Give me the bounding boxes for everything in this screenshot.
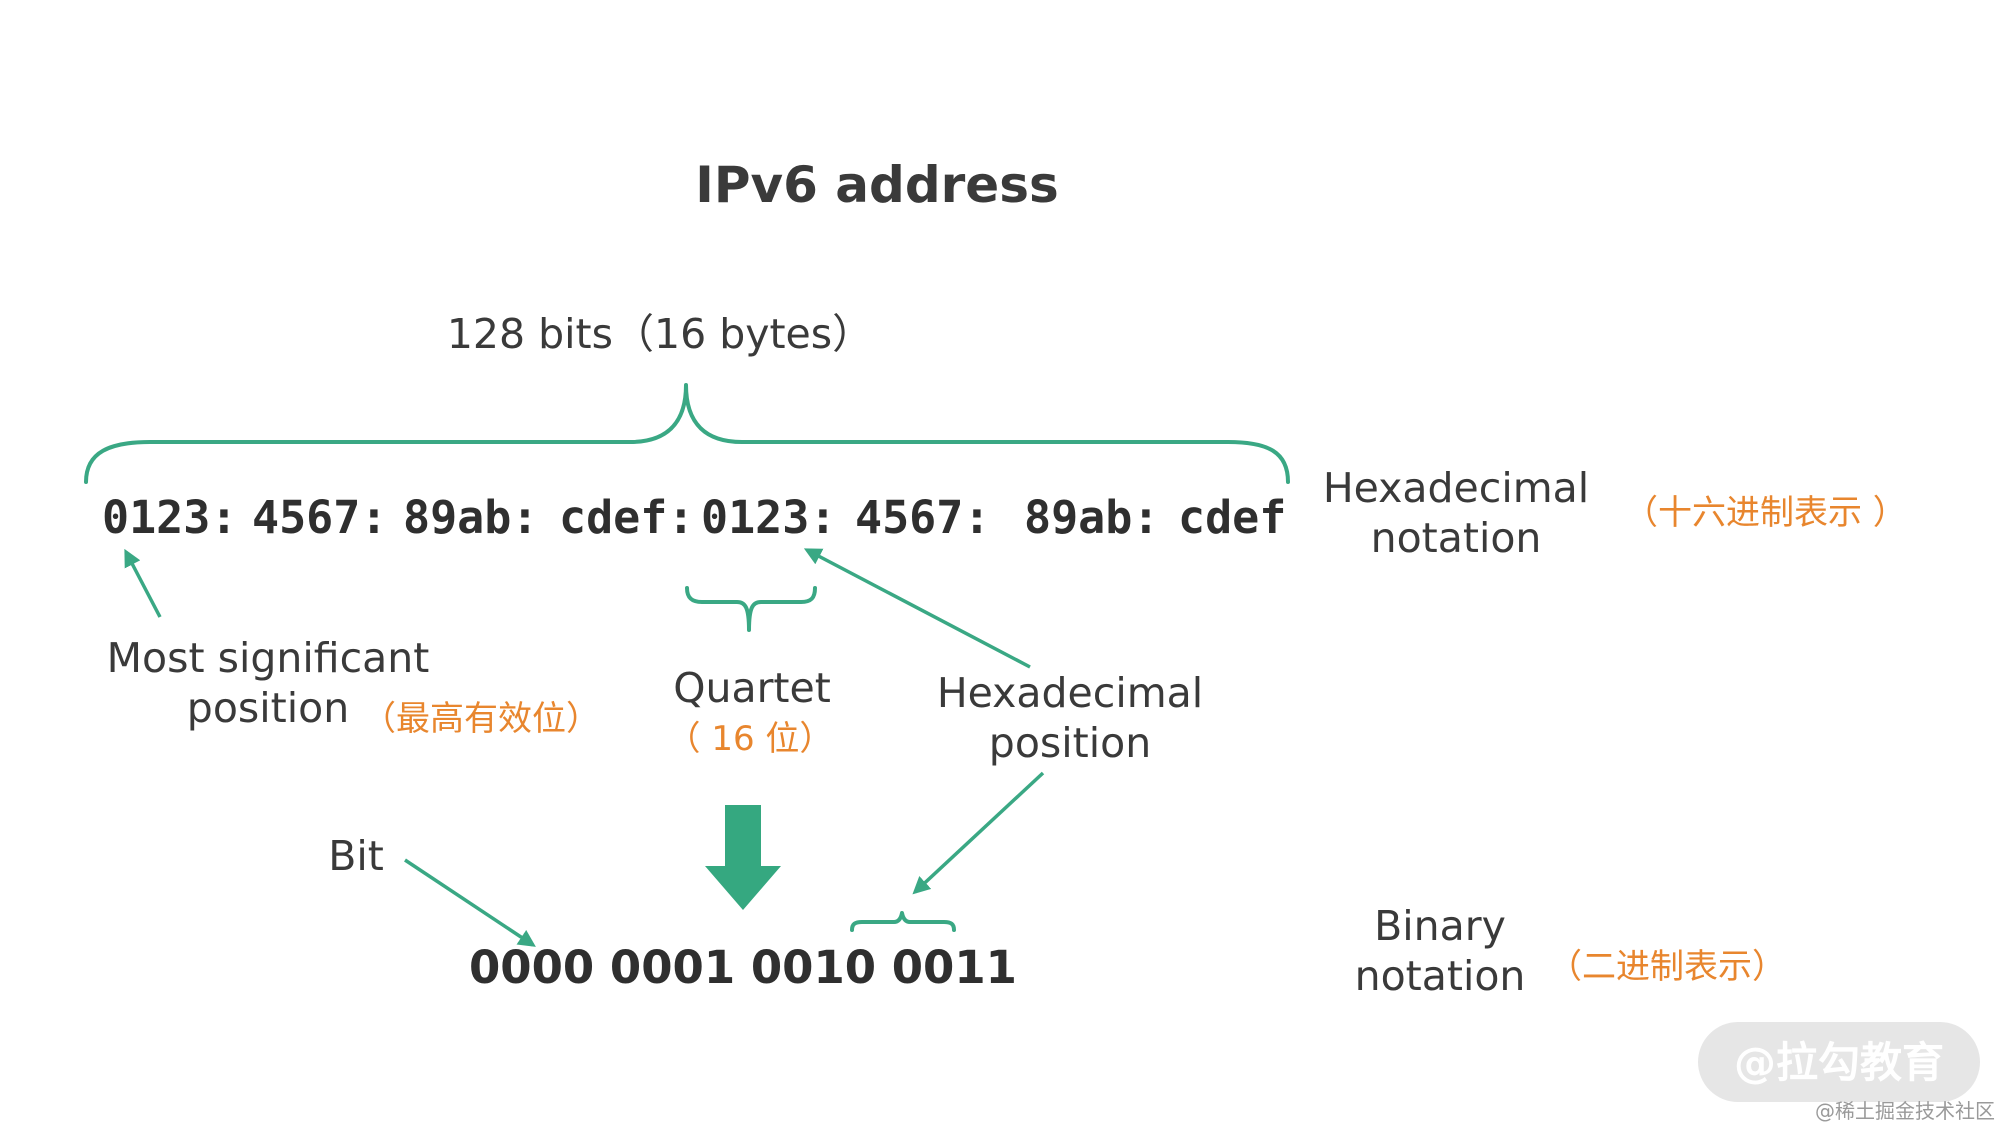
hex-position-arrow-down [912,771,1045,895]
binary-notation-cn: （二进制表示） [1548,947,1786,987]
bits-label: 128 bits（16 bytes） [447,310,873,358]
hex-group-7: 89ab: [1024,491,1159,544]
bit-label: Bit [328,832,384,880]
quartet-cn: （ 16 位） [667,719,834,759]
most-significant-line2: position [187,684,349,732]
hex-group-2: 4567: [252,491,387,544]
quartet-brace [685,586,817,632]
watermark-sub: @稀土掘金技术社区 [1815,1099,1995,1123]
binary-notation-line1: Binary [1374,902,1506,950]
hex-group-8: cdef [1178,491,1286,544]
hex-group-1: 0123: [102,491,237,544]
most-significant-cn: （最高有效位） [362,699,600,739]
binary-value: 0000 0001 0010 0011 [469,941,1017,994]
hex-group-3: 89ab: [403,491,538,544]
diagram-title: IPv6 address [695,156,1058,214]
hex-group-4: cdef: [559,491,694,544]
most-significant-arrow [124,548,162,618]
hex-position-line2: position [989,719,1151,767]
hex-notation-cn: （十六进制表示 ） [1624,493,1907,533]
hex-position-arrow-up [803,548,1031,669]
hex-position-line1: Hexadecimal [937,669,1203,717]
hex-notation-line1: Hexadecimal [1323,464,1589,512]
hex-notation-line2: notation [1371,514,1542,562]
down-arrow-icon [705,805,781,910]
bit-group-brace [850,911,956,932]
address-brace [84,383,1290,484]
hex-group-6: 4567: [855,491,990,544]
most-significant-line1: Most significant [107,634,430,682]
watermark-badge [1698,1022,1980,1102]
bit-arrow [404,858,536,947]
hex-group-5: 0123: [701,491,836,544]
watermark-text: @拉勾教育 [1734,1038,1944,1087]
quartet-label: Quartet [673,664,831,712]
binary-notation-line2: notation [1355,952,1526,1000]
